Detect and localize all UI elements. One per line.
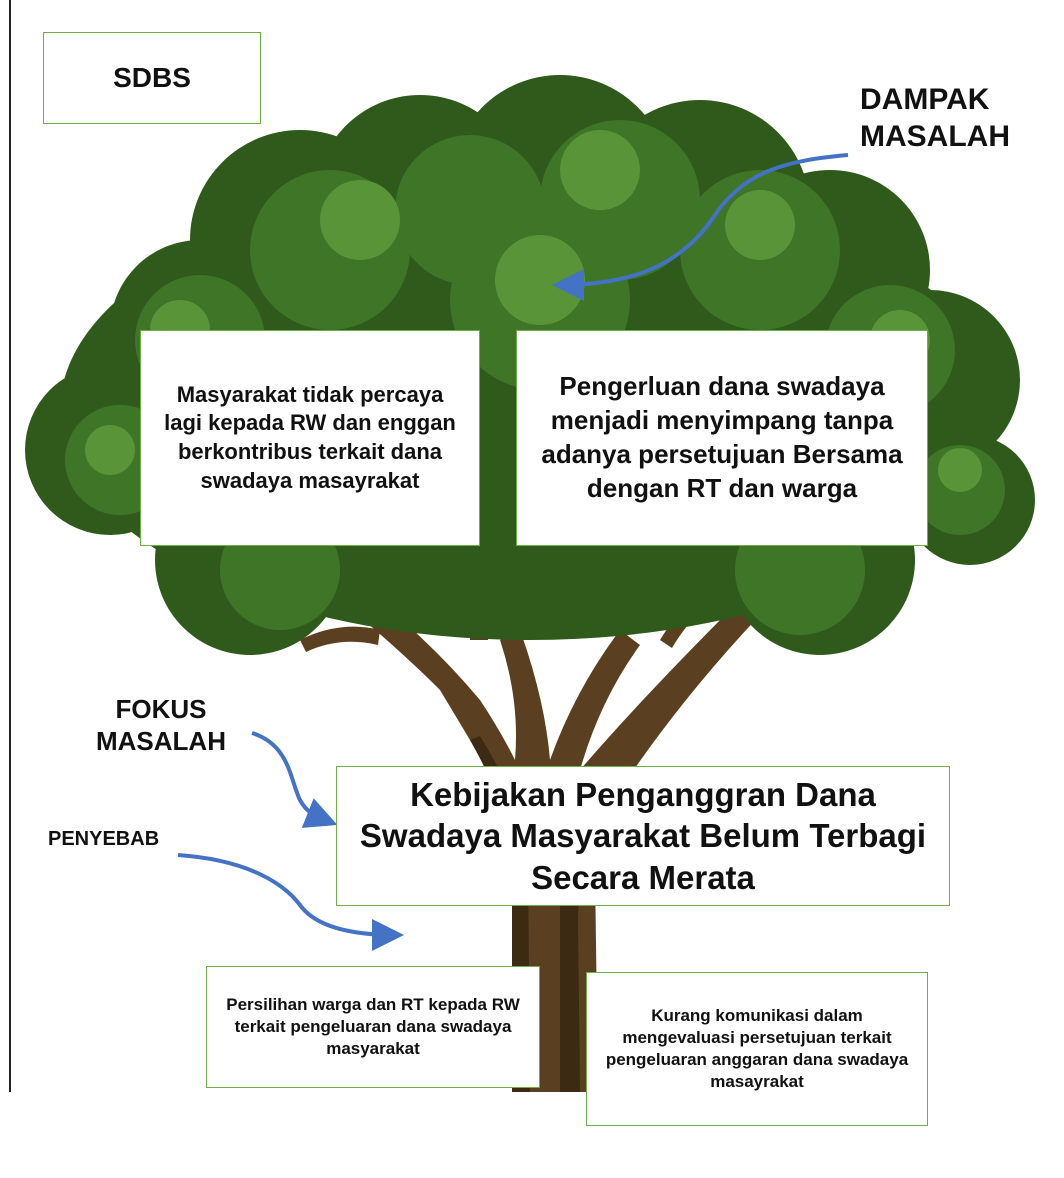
dampak-box-1-text: Masyarakat tidak percaya lagi kepada RW … xyxy=(164,381,456,493)
penyebab-box-1: Persilihan warga dan RT kepada RW terkai… xyxy=(206,966,540,1088)
penyebab-box-2-text: Kurang komunikasi dalam mengevaluasi per… xyxy=(605,1005,909,1092)
dampak-box-2: Pengerluan dana swadaya menjadi menyimpa… xyxy=(516,330,928,546)
dampak-arrow xyxy=(552,153,849,301)
penyebab-box-2: Kurang komunikasi dalam mengevaluasi per… xyxy=(586,972,928,1126)
fokus-label: FOKUS MASALAH xyxy=(96,694,226,756)
page-margin-line xyxy=(9,0,11,1092)
dampak-box-2-text: Pengerluan dana swadaya menjadi menyimpa… xyxy=(541,371,903,503)
dampak-label: DAMPAK MASALAH xyxy=(860,83,1010,153)
title-text: SDBS xyxy=(113,61,191,93)
penyebab-label: PENYEBAB xyxy=(48,828,160,850)
fokus-box: Kebijakan Penganggran Dana Swadaya Masya… xyxy=(336,766,950,906)
dampak-box-1: Masyarakat tidak percaya lagi kepada RW … xyxy=(140,330,480,546)
penyebab-box-1-text: Persilihan warga dan RT kepada RW terkai… xyxy=(226,994,520,1059)
title-box: SDBS xyxy=(43,32,261,124)
fokus-box-text: Kebijakan Penganggran Dana Swadaya Masya… xyxy=(359,776,927,896)
fokus-arrow xyxy=(251,731,338,828)
penyebab-arrow xyxy=(177,853,404,951)
